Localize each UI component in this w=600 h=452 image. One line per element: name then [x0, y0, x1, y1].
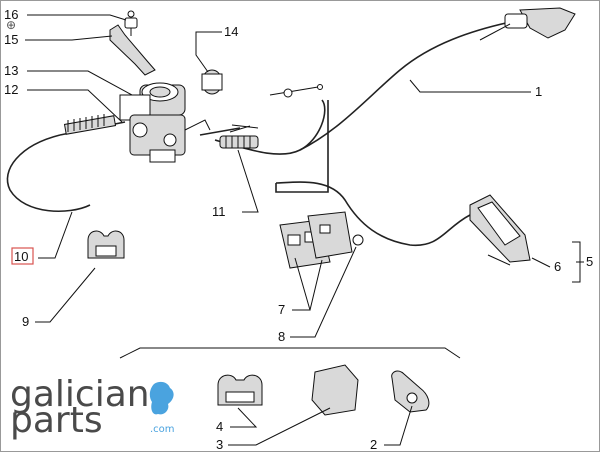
choke-cable [6, 114, 126, 213]
bracket [109, 10, 156, 76]
leader-lines [25, 14, 584, 446]
callout-16: 16 [4, 7, 18, 22]
logo-suffix: .com [150, 424, 175, 435]
callout-10-highlight [11, 247, 34, 265]
clip-4 [217, 374, 263, 406]
crosshair-icon: ⊕ [6, 18, 16, 32]
callout-1: 1 [535, 84, 542, 99]
cable-clip-9 [87, 230, 125, 259]
callout-10: 10 [14, 249, 28, 264]
clip-2 [391, 370, 430, 413]
cover-3 [311, 364, 359, 416]
galicia-map-icon [149, 381, 174, 415]
galicianparts-logo: galician parts .com [10, 374, 175, 441]
logo-line2: parts [10, 400, 103, 441]
callout-9: 9 [22, 314, 29, 329]
callout-15: 15 [4, 32, 18, 47]
callout-5: 5 [586, 254, 593, 269]
callout-7: 7 [278, 302, 285, 317]
carburettor [119, 82, 211, 163]
callout-14: 14 [224, 24, 238, 39]
callout-2: 2 [370, 437, 377, 452]
callout-13: 13 [4, 63, 18, 78]
callout-3: 3 [216, 437, 223, 452]
grommet [201, 69, 223, 95]
callout-6: 6 [554, 259, 561, 274]
pedal [469, 194, 531, 266]
callout-12: 12 [4, 82, 18, 97]
cable-support [279, 211, 364, 269]
callout-4: 4 [216, 419, 223, 434]
logo-line1: galician [10, 374, 150, 415]
detail-divider [119, 347, 461, 359]
throttle-cable [199, 7, 576, 246]
sleeve [219, 124, 259, 149]
callout-11: 11 [212, 204, 226, 219]
callout-8: 8 [278, 329, 285, 344]
